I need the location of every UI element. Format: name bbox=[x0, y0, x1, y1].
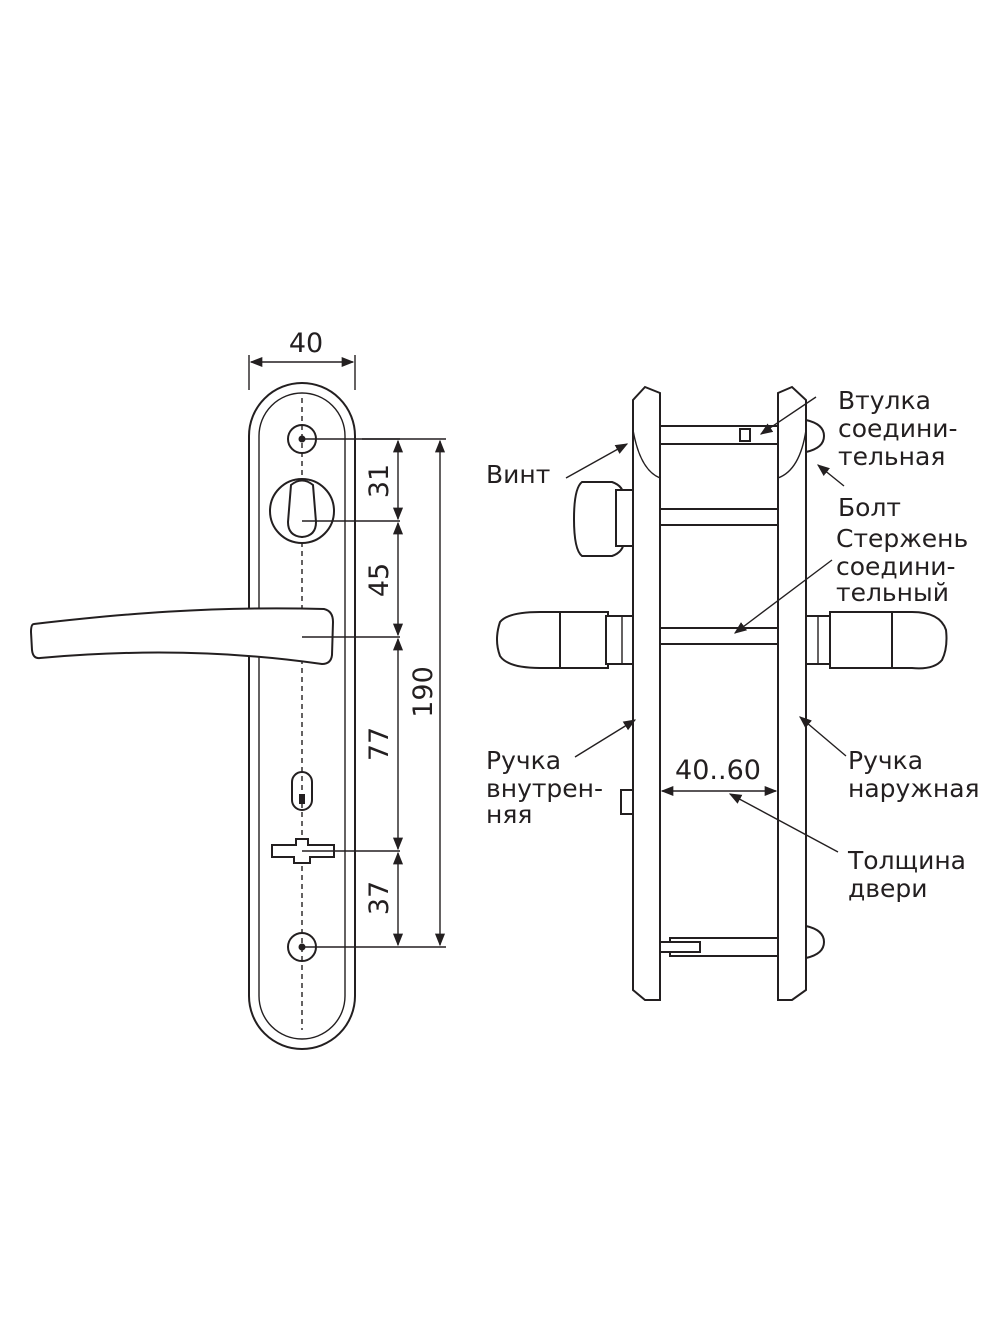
bottom-screw-hole bbox=[287, 932, 446, 962]
label-sleeve-1: Втулка bbox=[838, 386, 931, 415]
dim-45-label: 45 bbox=[364, 563, 395, 597]
label-rod-3: тельный bbox=[836, 578, 949, 607]
label-sleeve-3: тельная bbox=[838, 442, 945, 471]
thumb-turn bbox=[269, 478, 400, 544]
label-rod-1: Стержень bbox=[836, 524, 968, 553]
inner-plate-side bbox=[632, 385, 661, 1001]
dim-190-label: 190 bbox=[408, 666, 439, 718]
latch-tab bbox=[620, 789, 634, 815]
side-view: 40..60 Винт Втулка соедини- тельная Болт… bbox=[486, 385, 980, 1001]
leader-lines bbox=[565, 396, 847, 853]
outer-plate-side bbox=[777, 385, 807, 1001]
dim-31-label: 31 bbox=[364, 464, 395, 498]
spindle-rod-upper bbox=[659, 508, 779, 526]
chain-dimensions: 31 45 77 37 bbox=[362, 438, 446, 947]
escutcheon-plate-outer bbox=[248, 382, 356, 1050]
inner-lever-side bbox=[496, 611, 634, 669]
label-rod-2: соедини- bbox=[836, 552, 956, 581]
label-screw: Винт bbox=[486, 460, 550, 489]
dim-77-label: 77 bbox=[364, 727, 395, 761]
label-inner-handle-3: няя bbox=[486, 800, 532, 829]
outer-lever-side bbox=[805, 611, 948, 670]
label-bolt: Болт bbox=[838, 493, 901, 522]
top-screw-hole bbox=[287, 424, 400, 454]
sleeve-connector bbox=[659, 418, 826, 454]
width-dimension: 40 bbox=[248, 328, 356, 390]
escutcheon-plate-inner bbox=[258, 392, 346, 1040]
lock-symbol bbox=[271, 838, 400, 864]
connecting-rod bbox=[659, 627, 779, 645]
width-dimension-label: 40 bbox=[289, 328, 323, 359]
thumb-turn-knob-side bbox=[572, 481, 634, 557]
total-height-dimension: 190 bbox=[408, 439, 446, 947]
label-outer-handle-1: Ручка bbox=[848, 746, 923, 775]
label-inner-handle-2: внутрен- bbox=[486, 774, 603, 803]
label-sleeve-2: соедини- bbox=[838, 414, 958, 443]
label-inner-handle-1: Ручка bbox=[486, 746, 561, 775]
door-thickness-dimension: 40..60 bbox=[660, 755, 778, 797]
lever-handle-front bbox=[29, 607, 400, 666]
label-door-thickness-1: Толщина bbox=[847, 846, 966, 875]
door-thickness-range-label: 40..60 bbox=[675, 755, 761, 786]
dim-37-label: 37 bbox=[364, 881, 395, 915]
bottom-bolt bbox=[659, 924, 826, 960]
label-door-thickness-2: двери bbox=[848, 874, 928, 903]
label-outer-handle-2: наружная bbox=[848, 774, 980, 803]
front-view: 40 31 45 77 37 190 bbox=[29, 328, 446, 1050]
key-lock-cylinder bbox=[291, 771, 313, 811]
